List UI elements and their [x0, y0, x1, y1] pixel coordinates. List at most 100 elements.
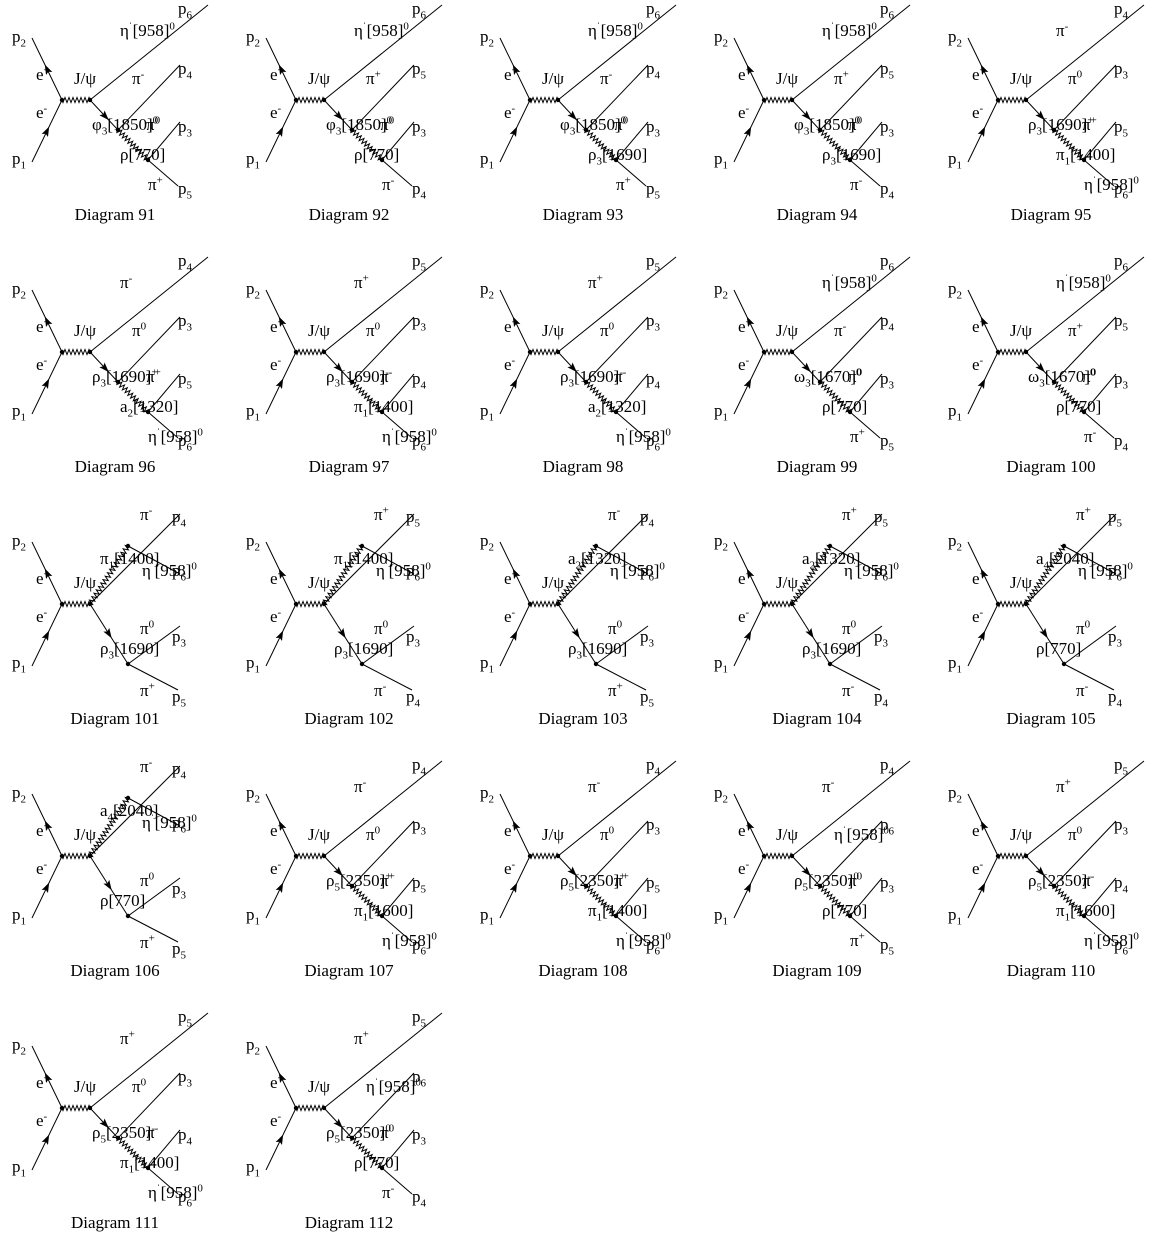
- vertex-dot: [827, 661, 833, 667]
- particle-label: π1[1400]: [120, 1153, 180, 1176]
- vertex-dot: [59, 1105, 65, 1111]
- particle-label: π1[1400]: [100, 549, 160, 572]
- outgoing-line: [147, 373, 181, 413]
- vertex-dot: [761, 97, 767, 103]
- momentum-label: p4: [880, 755, 894, 778]
- outgoing-line: [381, 373, 415, 413]
- momentum-label: p3: [1114, 59, 1128, 82]
- momentum-label: p4: [646, 59, 660, 82]
- momentum-label: p1: [948, 401, 962, 424]
- momentum-label: p1: [714, 401, 728, 424]
- momentum-label: p2: [714, 279, 728, 302]
- outgoing-line: [323, 513, 415, 605]
- propagator-arrow: [103, 627, 112, 639]
- resonance-propagator: [349, 885, 385, 917]
- vertex-dot: [293, 601, 299, 607]
- vertex-dot: [293, 97, 299, 103]
- particle-label: e-: [270, 606, 282, 626]
- diagram-caption: Diagram 95: [1010, 205, 1092, 224]
- particle-label: π+: [1056, 776, 1071, 796]
- particle-label: ρ3[1690]: [568, 639, 628, 662]
- outgoing-line: [557, 760, 677, 857]
- particle-label: π0: [132, 320, 147, 340]
- outgoing-line: [819, 316, 883, 383]
- particle-label: ρ[770]: [354, 145, 400, 164]
- momentum-label: p2: [480, 783, 494, 806]
- diagram-caption: Diagram 112: [304, 1213, 394, 1232]
- momentum-label: p6: [1114, 179, 1128, 202]
- jpsi-propagator: [295, 600, 325, 608]
- particle-label: ρ[770]: [1056, 397, 1102, 416]
- particle-label: π0: [140, 870, 155, 890]
- vertex-dot: [817, 883, 823, 889]
- vertex-dot: [761, 349, 767, 355]
- momentum-label: p3: [172, 879, 186, 902]
- vertex-dot: [359, 661, 365, 667]
- momentum-label: p4: [646, 369, 660, 392]
- electron-arrow: [275, 378, 284, 390]
- particle-label: π+: [140, 932, 155, 952]
- momentum-label: p4: [172, 759, 186, 782]
- particle-label: π+: [1082, 114, 1097, 134]
- positron-arrow: [512, 316, 521, 328]
- momentum-label: p5: [412, 873, 426, 896]
- boson-label: J/ψ: [308, 825, 330, 844]
- propagator-arrow: [1035, 110, 1045, 121]
- resonance-propagator: [1051, 381, 1087, 413]
- resonance-propagator: [583, 885, 619, 917]
- positron-arrow: [980, 64, 989, 76]
- positron-arrow: [278, 316, 287, 328]
- momentum-label: p4: [412, 369, 426, 392]
- outgoing-line: [323, 4, 443, 101]
- momentum-label: p3: [1114, 815, 1128, 838]
- particle-label: π+: [366, 68, 381, 88]
- diagram-lines: [499, 256, 677, 439]
- resonance-propagator: [349, 129, 385, 161]
- momentum-label: p4: [880, 311, 894, 334]
- vertex-dot: [1081, 157, 1087, 163]
- momentum-label: p4: [178, 1125, 192, 1148]
- jpsi-propagator: [997, 852, 1027, 860]
- momentum-label: p3: [646, 311, 660, 334]
- outgoing-line: [127, 877, 181, 917]
- boson-label: J/ψ: [542, 69, 564, 88]
- momentum-label: p1: [714, 149, 728, 172]
- particle-label: ηˈ[958]0: [844, 560, 899, 580]
- particle-label: φ3[1850]0: [326, 114, 393, 138]
- vertex-dot: [145, 157, 151, 163]
- particle-label: ρ5[2350]+: [560, 870, 626, 894]
- particle-label: ηˈ[958]0: [382, 930, 437, 950]
- positron-arrow: [746, 820, 755, 832]
- positron-arrow: [278, 820, 287, 832]
- propagator-arrow: [1035, 362, 1045, 373]
- diagram-caption: Diagram 108: [538, 961, 628, 980]
- diagram-caption: Diagram 100: [1006, 457, 1096, 476]
- boson-label: J/ψ: [1010, 69, 1032, 88]
- momentum-label: p6: [1108, 561, 1122, 584]
- particle-label: ηˈ[958]0: [142, 812, 197, 832]
- particle-label: π-: [1082, 870, 1095, 890]
- particle-label: ρ5[2350]+: [326, 870, 392, 894]
- propagator-arrow: [99, 362, 109, 373]
- positron-arrow: [44, 64, 53, 76]
- outgoing-line: [829, 663, 881, 691]
- particle-label: π-: [1056, 20, 1069, 40]
- momentum-label: p2: [12, 279, 26, 302]
- vertex-dot: [613, 157, 619, 163]
- momentum-label: p1: [948, 905, 962, 928]
- particle-label: ηˈ[958]0: [616, 426, 671, 446]
- particle-label: φ3[1850]0: [560, 114, 627, 138]
- positron-arrow: [512, 568, 521, 580]
- diagram-caption: Diagram 107: [304, 961, 394, 980]
- particle-label: e+: [738, 64, 752, 84]
- momentum-label: p1: [12, 401, 26, 424]
- positron-arrow: [44, 1072, 53, 1084]
- momentum-label: p5: [178, 179, 192, 202]
- diagram-caption: Diagram 98: [542, 457, 624, 476]
- particle-label: ηˈ[958]0: [148, 1182, 203, 1202]
